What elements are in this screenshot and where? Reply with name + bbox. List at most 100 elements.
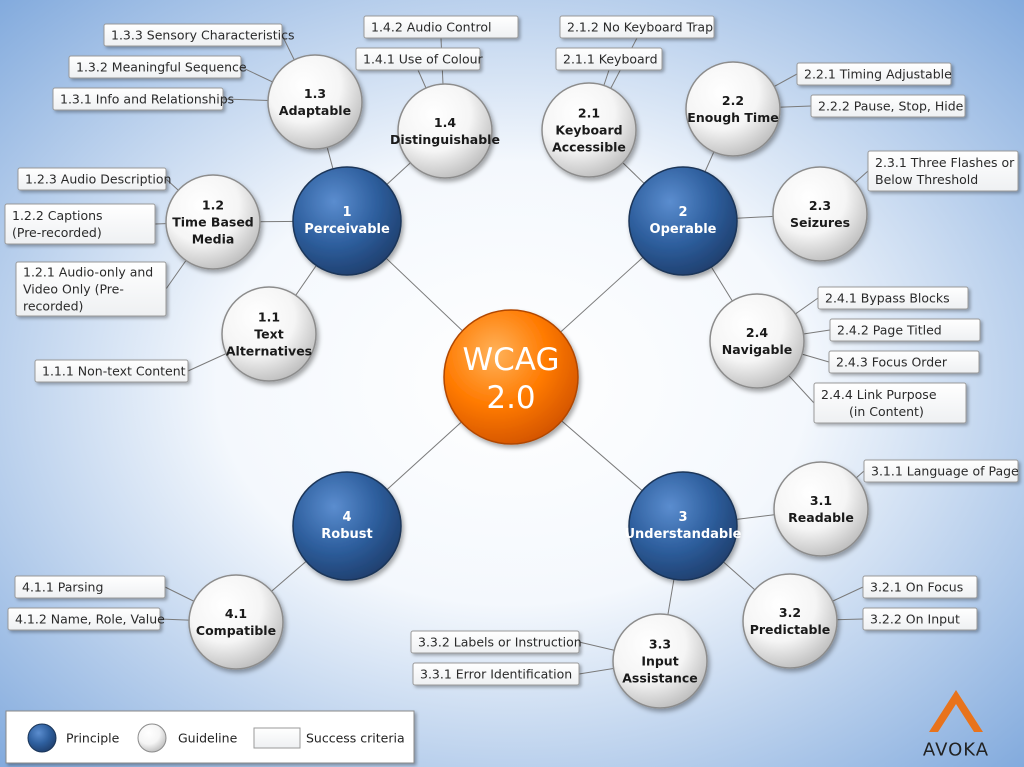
criterion-label-line: 2.1.1 Keyboard <box>563 52 658 67</box>
criterion-box <box>15 261 167 317</box>
guideline-label-line: 2.1 <box>578 106 600 121</box>
guideline-label-line: Seizures <box>790 215 850 230</box>
criterion-label-line: 2.4.1 Bypass Blocks <box>825 291 950 306</box>
guideline-label-line: 3.2 <box>779 605 801 620</box>
success-criterion-sc1-2-2[interactable]: 1.2.2 Captions(Pre-recorded) <box>4 203 156 245</box>
guideline-label-line: Input <box>641 654 678 669</box>
principle-label-line: Understandable <box>625 527 742 542</box>
criterion-box <box>4 203 156 245</box>
principle-label-line: Perceivable <box>304 222 390 237</box>
success-criterion-sc1-3-1[interactable]: 1.3.1 Info and Relationships <box>52 87 234 111</box>
success-criterion-sc4-1-1[interactable]: 4.1.1 Parsing <box>14 575 166 599</box>
criterion-box <box>863 459 1019 483</box>
criterion-box <box>796 62 952 86</box>
avoka-logo: AVOKA <box>923 690 989 761</box>
criterion-label-line: 2.4.4 Link Purpose <box>821 387 937 402</box>
legend-success-label: Success criteria <box>306 731 405 746</box>
guideline-label-line: Adaptable <box>279 103 351 118</box>
guideline-circle <box>709 293 805 389</box>
success-criterion-sc2-4-2[interactable]: 2.4.2 Page Titled <box>829 318 981 342</box>
guideline-label-line: Compatible <box>196 623 276 638</box>
center-label-line: WCAG <box>463 342 560 378</box>
success-criterion-sc3-3-2[interactable]: 3.3.2 Labels or Instruction <box>410 630 582 654</box>
criterion-label-line: 2.4.3 Focus Order <box>836 355 948 370</box>
criterion-label-line: 3.2.2 On Input <box>870 612 960 627</box>
success-criterion-sc2-1-1[interactable]: 2.1.1 Keyboard <box>555 47 663 71</box>
principle-circle <box>292 471 402 581</box>
logo-text: AVOKA <box>923 740 989 761</box>
principle-label-line: Robust <box>321 527 372 542</box>
guideline-label-line: 1.1 <box>258 310 280 325</box>
success-criterion-sc2-4-3[interactable]: 2.4.3 Focus Order <box>828 350 980 374</box>
success-criterion-sc2-4-4[interactable]: 2.4.4 Link Purpose(in Content) <box>813 382 967 424</box>
guideline-circle <box>541 82 637 178</box>
success-criterion-sc2-1-2[interactable]: 2.1.2 No Keyboard Trap <box>559 15 715 39</box>
success-criterion-sc1-4-2[interactable]: 1.4.2 Audio Control <box>363 15 519 39</box>
success-criterion-sc2-4-1[interactable]: 2.4.1 Bypass Blocks <box>817 286 969 310</box>
success-criterion-sc1-4-1[interactable]: 1.4.1 Use of Colour <box>355 47 484 71</box>
criterion-box <box>68 55 242 79</box>
guideline-label-line: Alternatives <box>226 344 312 359</box>
criterion-label-line: 1.4.2 Audio Control <box>371 20 491 35</box>
success-criterion-sc1-1-1[interactable]: 1.1.1 Non-text Content <box>34 359 189 383</box>
success-criterion-sc2-2-1[interactable]: 2.2.1 Timing Adjustable <box>796 62 952 86</box>
criterion-box <box>17 167 167 191</box>
success-criterion-sc3-3-1[interactable]: 3.3.1 Error Identification <box>412 662 580 686</box>
guideline-label-line: Assistance <box>622 671 697 686</box>
success-criterion-sc4-1-2[interactable]: 4.1.2 Name, Role, Value <box>7 607 165 631</box>
success-criterion-sc3-2-1[interactable]: 3.2.1 On Focus <box>862 575 978 599</box>
guideline-label-line: Navigable <box>722 342 792 357</box>
guideline-label-line: Enough Time <box>687 110 778 125</box>
success-criterion-sc1-3-3[interactable]: 1.3.3 Sensory Characteristics <box>103 23 294 47</box>
criterion-label-line: 2.2.1 Timing Adjustable <box>804 67 952 82</box>
criterion-label-line: 1.4.1 Use of Colour <box>363 52 484 67</box>
criterion-box <box>555 47 663 71</box>
criterion-label-line: 1.3.3 Sensory Characteristics <box>111 28 294 43</box>
criterion-box <box>14 575 166 599</box>
success-criterion-sc2-2-2[interactable]: 2.2.2 Pause, Stop, Hide <box>810 94 966 118</box>
center-label-line: 2.0 <box>486 380 535 416</box>
criterion-label-line: 2.2.2 Pause, Stop, Hide <box>818 99 964 114</box>
success-criterion-sc1-3-2[interactable]: 1.3.2 Meaningful Sequence <box>68 55 247 79</box>
guideline-label-line: 2.2 <box>722 93 744 108</box>
guideline-circle <box>612 613 708 709</box>
criterion-label-line: 1.2.3 Audio Description <box>25 172 171 187</box>
principle-circle <box>628 166 738 276</box>
criterion-label-line: 1.2.2 Captions <box>12 208 103 223</box>
criterion-label-line: 2.4.2 Page Titled <box>837 323 942 338</box>
criterion-label-line: 1.3.2 Meaningful Sequence <box>76 60 247 75</box>
guideline-label-line: Time Based <box>172 215 254 230</box>
guideline-circle <box>773 461 869 557</box>
criterion-box <box>817 286 969 310</box>
guideline-circle <box>267 54 363 150</box>
success-criterion-sc3-2-2[interactable]: 3.2.2 On Input <box>862 607 978 631</box>
principle-circle <box>628 471 738 581</box>
success-criterion-sc1-2-3[interactable]: 1.2.3 Audio Description <box>17 167 171 191</box>
criterion-box <box>862 607 978 631</box>
criterion-box <box>52 87 224 111</box>
criterion-box <box>412 662 580 686</box>
success-criterion-sc3-1-1[interactable]: 3.1.1 Language of Page <box>863 459 1019 483</box>
